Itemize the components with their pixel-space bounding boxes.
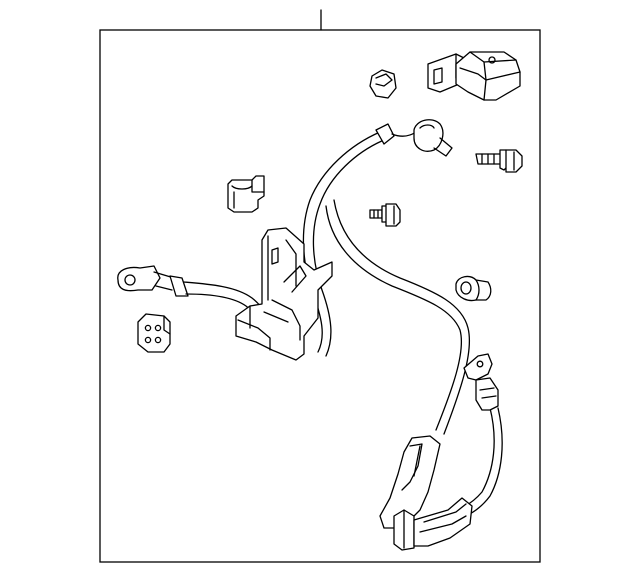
ground-plate (137, 313, 171, 353)
cable-clip (227, 175, 265, 213)
bolt (475, 149, 523, 173)
nut (369, 69, 397, 99)
battery-terminal-connector (375, 119, 453, 157)
end-connector (379, 435, 473, 551)
end-bracket (463, 353, 499, 411)
assembly-frame (99, 29, 541, 563)
relay-block (455, 51, 521, 101)
grommet (455, 275, 492, 302)
stud-bolt (369, 203, 401, 227)
main-cable (302, 131, 503, 521)
mounting-bracket (235, 227, 333, 361)
